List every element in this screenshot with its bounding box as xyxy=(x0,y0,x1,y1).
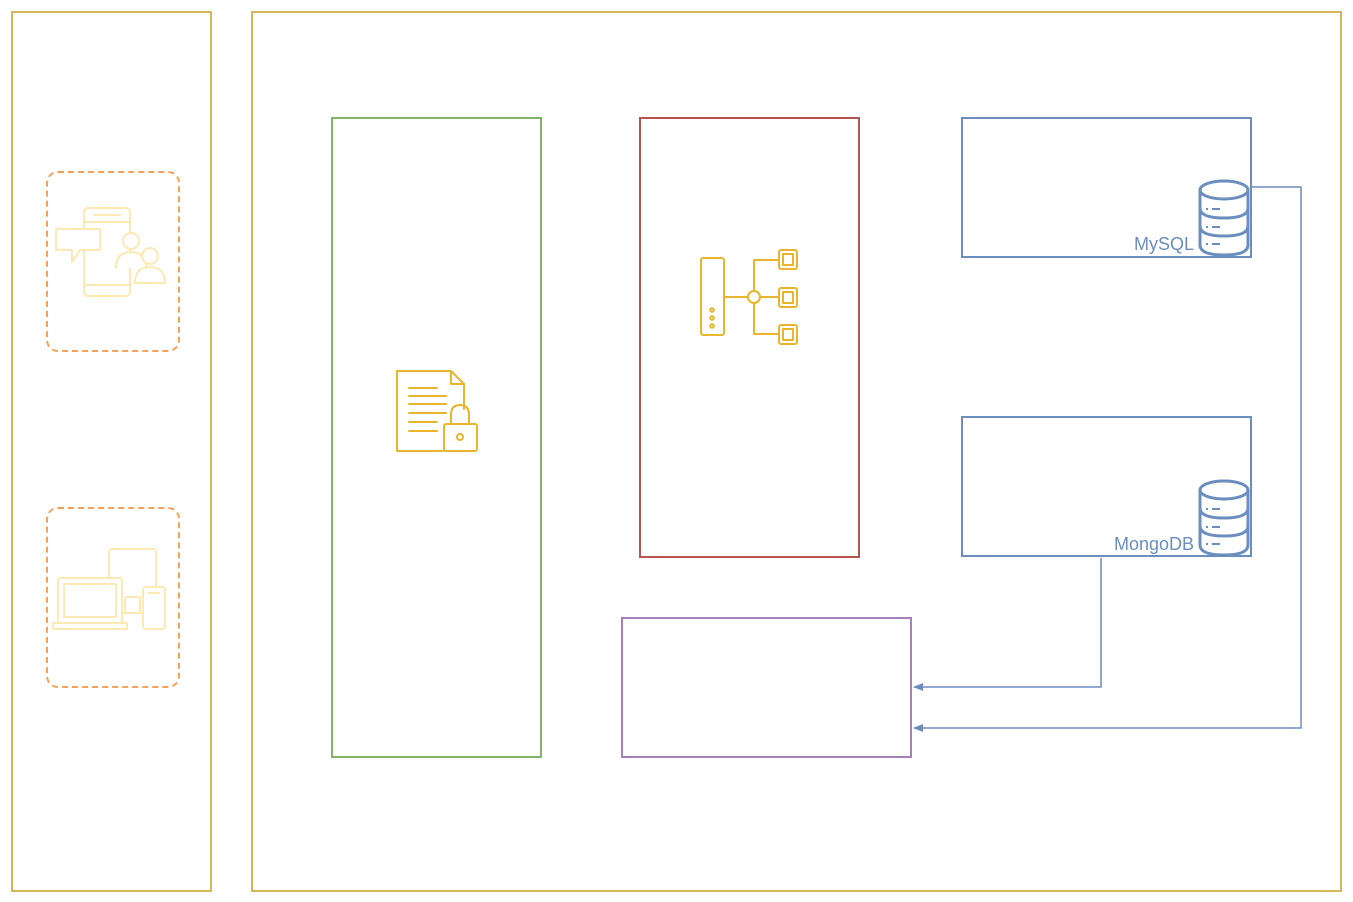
multi-device-icon xyxy=(52,548,166,630)
system-container xyxy=(251,11,1342,892)
client-card-devices[interactable] xyxy=(46,507,180,688)
mongodb-database-box[interactable] xyxy=(961,416,1252,557)
mongodb-to-processor-arrow xyxy=(913,558,1102,691)
security-component-box[interactable] xyxy=(331,117,542,758)
mobile-chat-users-icon xyxy=(55,207,166,297)
mysql-label: MySQL xyxy=(1133,234,1194,254)
secure-document-icon xyxy=(396,370,478,452)
mysql-database-icon xyxy=(1198,179,1250,257)
mysql-database-box[interactable] xyxy=(961,117,1252,258)
network-router-icon xyxy=(700,249,798,345)
processor-component-box[interactable] xyxy=(621,617,912,758)
gateway-component-box[interactable] xyxy=(639,117,860,558)
mongodb-database-icon xyxy=(1198,479,1250,557)
client-card-mobile[interactable] xyxy=(46,171,180,352)
mongodb-label: MongoDB xyxy=(1113,534,1194,554)
clients-container xyxy=(11,11,212,892)
mysql-to-processor-arrow xyxy=(913,186,1302,732)
